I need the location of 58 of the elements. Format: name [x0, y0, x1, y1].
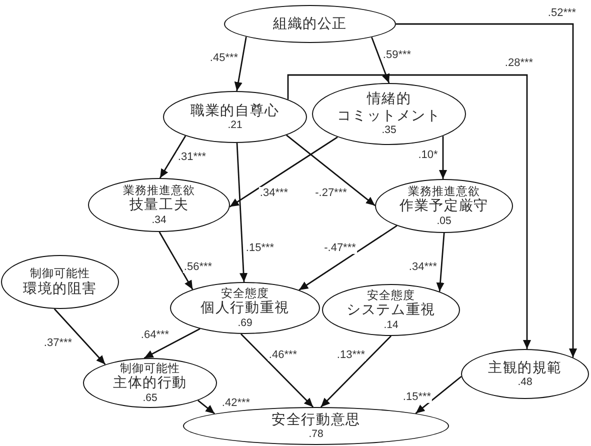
variable-category: 業務推進意欲 [408, 184, 480, 198]
r-squared-value: .48 [518, 376, 532, 388]
variable-name: 作業予定厳守 [400, 198, 488, 215]
arrow [144, 328, 200, 359]
arrow [234, 36, 247, 92]
variable-name: 組織的公正 [273, 16, 347, 32]
variable-category: 安全態度 [367, 288, 415, 302]
path-coefficient: .46*** [268, 348, 298, 362]
variable-name: 個人行動重視 [200, 300, 290, 317]
r-squared-value: .34 [152, 214, 166, 226]
r-squared-value: .69 [238, 316, 252, 330]
arrow [286, 134, 376, 206]
variable-category: 制御可能性 [30, 266, 90, 281]
variable-category: 制御可能性 [120, 362, 180, 375]
arrow [198, 400, 216, 414]
variable-name: 主観的規範 [488, 360, 562, 376]
variable-category: 業務推進意欲 [123, 184, 195, 198]
path-coefficient: .34*** [258, 186, 290, 200]
variable-name: システム重視 [346, 302, 436, 319]
arrow [436, 232, 445, 292]
path-coefficient: .37*** [42, 336, 74, 350]
r-squared-value: .35 [382, 124, 396, 137]
arrow [158, 232, 194, 290]
r-squared-value: .65 [142, 392, 158, 404]
path-coefficient: .13*** [336, 348, 366, 362]
path-coefficient: .31*** [176, 150, 208, 164]
path-coefficient: .10* [417, 148, 439, 162]
arrow [320, 336, 392, 408]
arrow [371, 36, 390, 84]
arrow [396, 23, 578, 358]
arrow [229, 136, 338, 208]
path-coefficient: .56*** [182, 260, 214, 274]
arrow [438, 136, 448, 179]
arrow [240, 334, 314, 408]
variable-name: 安全行動意思 [272, 412, 360, 428]
path-coefficient: .64*** [140, 328, 170, 342]
arrow [415, 376, 462, 414]
path-coefficient: .15*** [244, 242, 276, 254]
path-coefficient: .15*** [402, 390, 432, 404]
path-coefficient: .34*** [408, 260, 438, 274]
path-coefficient: .59*** [382, 48, 412, 62]
path-coefficient: -.47*** [323, 242, 357, 254]
arrow [159, 136, 186, 178]
variable-name: 情緒的コミットメント [337, 91, 441, 124]
arrow [298, 225, 398, 291]
variable-name: 技量工夫 [129, 197, 189, 214]
variable-name: 職業的自尊心 [190, 102, 280, 120]
r-squared-value: .78 [308, 428, 324, 440]
path-coefficient: .45*** [208, 52, 240, 64]
variable-name: 環境的阻害 [23, 280, 97, 298]
r-squared-value: .21 [228, 119, 242, 132]
arrow [54, 308, 106, 365]
r-squared-value: .05 [436, 214, 452, 228]
path-coefficient: .52*** [546, 6, 578, 20]
r-squared-value: .14 [384, 318, 398, 332]
variable-name: 主体的行動 [113, 375, 187, 392]
arrow [236, 142, 248, 282]
variable-category: 安全態度 [221, 286, 269, 300]
